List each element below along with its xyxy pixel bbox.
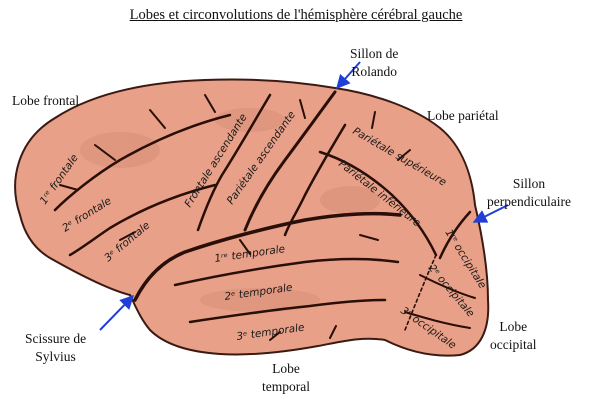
label-lobe-parietal: Lobe pariétal bbox=[427, 107, 499, 125]
label-lobe-occipital-line1: Lobe bbox=[490, 318, 536, 336]
label-lobe-temporal-line1: Lobe bbox=[262, 360, 310, 378]
label-scissure-sylvius-line1: Scissure de bbox=[25, 330, 86, 348]
label-sillon-perpendiculaire-line2: perpendiculaire bbox=[487, 193, 571, 211]
label-sillon-rolando: Sillon de Rolando bbox=[350, 45, 398, 81]
label-sillon-rolando-line2: Rolando bbox=[350, 63, 398, 81]
label-sillon-perpendiculaire: Sillon perpendiculaire bbox=[487, 175, 571, 211]
label-lobe-frontal: Lobe frontal bbox=[12, 92, 79, 110]
label-lobe-temporal: Lobe temporal bbox=[262, 360, 310, 396]
label-sillon-perpendiculaire-line1: Sillon bbox=[487, 175, 571, 193]
label-lobe-occipital: Lobe occipital bbox=[490, 318, 536, 354]
label-sillon-rolando-line1: Sillon de bbox=[350, 45, 398, 63]
label-lobe-occipital-line2: occipital bbox=[490, 336, 536, 354]
label-scissure-sylvius-line2: Sylvius bbox=[25, 348, 86, 366]
label-lobe-temporal-line2: temporal bbox=[262, 378, 310, 396]
label-scissure-sylvius: Scissure de Sylvius bbox=[25, 330, 86, 366]
arrow-sylvius bbox=[100, 296, 133, 330]
